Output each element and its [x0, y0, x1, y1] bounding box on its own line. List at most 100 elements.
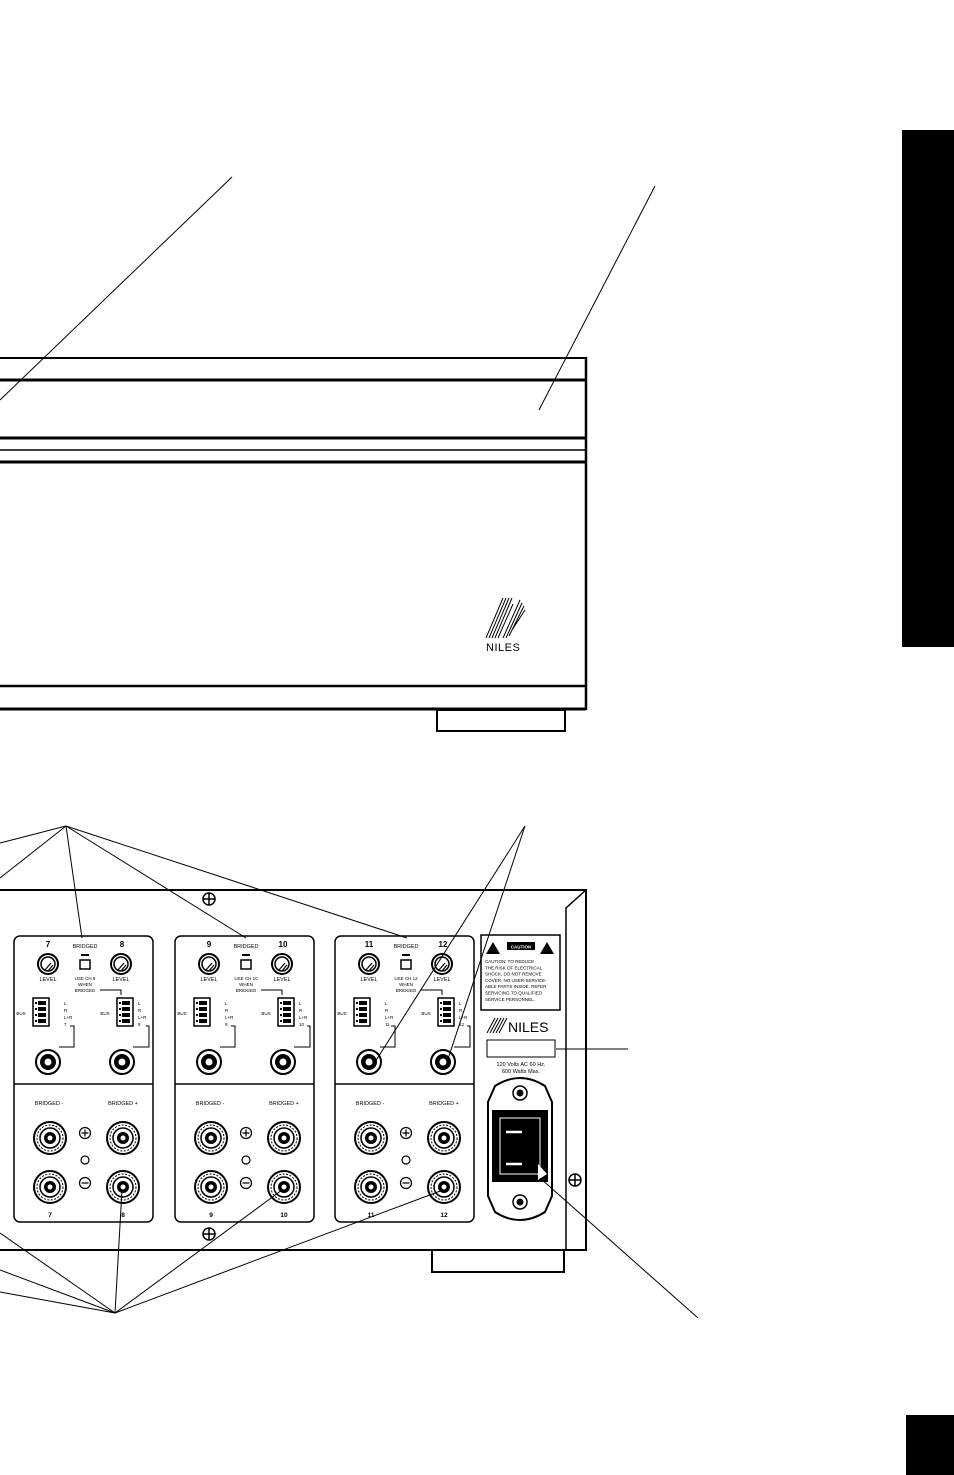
bridge-indicator-icon	[241, 1155, 251, 1165]
mode-label-left: L+R	[225, 1015, 234, 1020]
front-panel	[0, 357, 588, 732]
minus-icon	[239, 1176, 253, 1190]
speaker-terminal-left-red[interactable]	[33, 1121, 67, 1155]
caution-text-line: SERVICING TO QUALIFIED	[485, 991, 543, 996]
rear-chassis	[0, 889, 587, 1273]
rca-input-right[interactable]	[430, 1049, 456, 1075]
caution-text-line: SHOCK, DO NOT REMOVE	[485, 972, 542, 977]
speaker-terminal-left-red[interactable]	[354, 1121, 388, 1155]
bus-label-left: BUS	[177, 1011, 186, 1016]
rca-input-left[interactable]	[35, 1049, 61, 1075]
level-knob-left[interactable]	[198, 953, 220, 975]
screw-icon	[202, 892, 582, 1241]
channel-number-right: 8	[120, 940, 125, 949]
level-label-right: LEVEL	[433, 977, 450, 983]
use-note-line: USE CH 8	[75, 976, 96, 981]
caution-text-line: SERVICE PERSONNEL.	[485, 997, 535, 1002]
minus-icon	[78, 1176, 92, 1190]
level-label-left: LEVEL	[200, 977, 217, 983]
terminal-number-right: 8	[121, 1212, 125, 1219]
terminal-number-left: 9	[209, 1212, 213, 1219]
dip-switch-left[interactable]	[353, 997, 371, 1027]
use-note-line: BRIDGED	[396, 988, 417, 993]
mode-label-left: L	[64, 1001, 67, 1006]
bridged-label: BRIDGED	[72, 944, 97, 950]
plus-icon	[239, 1126, 253, 1140]
mode-label-left: 9	[225, 1022, 228, 1027]
channel-number-right: 12	[439, 940, 448, 949]
speaker-terminal-right-black[interactable]	[267, 1170, 301, 1204]
terminal-number-left: 7	[48, 1212, 52, 1219]
use-note-line: WHEN	[239, 982, 253, 987]
bridged-minus-label: BRIDGED -	[35, 1101, 64, 1107]
level-knob-left[interactable]	[37, 953, 59, 975]
front-brand: NILES	[486, 642, 520, 654]
rca-input-right[interactable]	[270, 1049, 296, 1075]
dip-switch-right[interactable]	[116, 997, 134, 1027]
speaker-terminal-left-black[interactable]	[354, 1170, 388, 1204]
niles-logo-icon	[486, 1017, 508, 1034]
mode-label-left: 11	[385, 1022, 390, 1027]
mode-label-left: L+R	[385, 1015, 394, 1020]
warning-icon	[540, 942, 554, 954]
page-tab	[906, 1415, 954, 1475]
dip-switch-left[interactable]	[32, 997, 50, 1027]
rca-input-left[interactable]	[196, 1049, 222, 1075]
bridge-indicator-icon	[401, 1155, 411, 1165]
rear-leaders	[0, 825, 699, 1319]
dip-switch-left[interactable]	[193, 997, 211, 1027]
terminal-number-left: 11	[368, 1212, 375, 1219]
bridged-plus-label: BRIDGED +	[269, 1101, 299, 1107]
bridged-minus-label: BRIDGED -	[196, 1101, 225, 1107]
use-note-line: USE CH 10	[234, 976, 258, 981]
caution-badge: CAUTION	[511, 945, 532, 950]
bus-label-right: BUS	[261, 1011, 270, 1016]
use-note-line: BRIDGED	[75, 988, 96, 993]
speaker-terminal-right-red[interactable]	[106, 1121, 140, 1155]
bridged-led	[240, 954, 252, 970]
speaker-terminal-right-red[interactable]	[427, 1121, 461, 1155]
plus-icon	[399, 1126, 413, 1140]
channel-number-right: 10	[279, 940, 288, 949]
use-note-line: WHEN	[78, 982, 92, 987]
speaker-terminal-left-red[interactable]	[194, 1121, 228, 1155]
mode-label-left: R	[64, 1008, 68, 1013]
bus-label-right: BUS	[421, 1011, 430, 1016]
caution-text-line: CAUTION: TO REDUCE	[485, 959, 534, 964]
rca-input-right[interactable]	[109, 1049, 135, 1075]
use-note-line: WHEN	[399, 982, 413, 987]
bridged-plus-label: BRIDGED +	[429, 1101, 459, 1107]
level-knob-left[interactable]	[358, 953, 380, 975]
speaker-terminal-right-black[interactable]	[106, 1170, 140, 1204]
dip-switch-right[interactable]	[437, 997, 455, 1027]
speaker-terminal-right-red[interactable]	[267, 1121, 301, 1155]
level-knob-right[interactable]	[431, 953, 453, 975]
bridged-led	[79, 954, 91, 970]
bridged-plus-label: BRIDGED +	[108, 1101, 138, 1107]
mode-label-right: 8	[138, 1022, 141, 1027]
speaker-terminal-left-black[interactable]	[194, 1170, 228, 1204]
bridged-label: BRIDGED	[233, 944, 258, 950]
level-knob-right[interactable]	[271, 953, 293, 975]
mode-label-right: L+R	[138, 1015, 147, 1020]
use-note-line: BRIDGED	[236, 988, 257, 993]
level-label-left: LEVEL	[39, 977, 56, 983]
mode-label-right: L+R	[299, 1015, 308, 1020]
speaker-terminal-left-black[interactable]	[33, 1170, 67, 1204]
mode-label-right: L+R	[459, 1015, 468, 1020]
mode-label-right: R	[299, 1008, 303, 1013]
front-leaders	[0, 176, 656, 411]
mode-label-right: 12	[459, 1022, 465, 1027]
use-note-line: USE CH 12	[394, 976, 418, 981]
dip-switch-right[interactable]	[277, 997, 295, 1027]
speaker-terminal-right-black[interactable]	[427, 1170, 461, 1204]
mode-label-left: L+R	[64, 1015, 73, 1020]
ac-power-inlet	[487, 1077, 553, 1221]
bridge-indicator-icon	[80, 1155, 90, 1165]
bridged-led	[400, 954, 412, 970]
rca-input-left[interactable]	[356, 1049, 382, 1075]
level-knob-right[interactable]	[110, 953, 132, 975]
